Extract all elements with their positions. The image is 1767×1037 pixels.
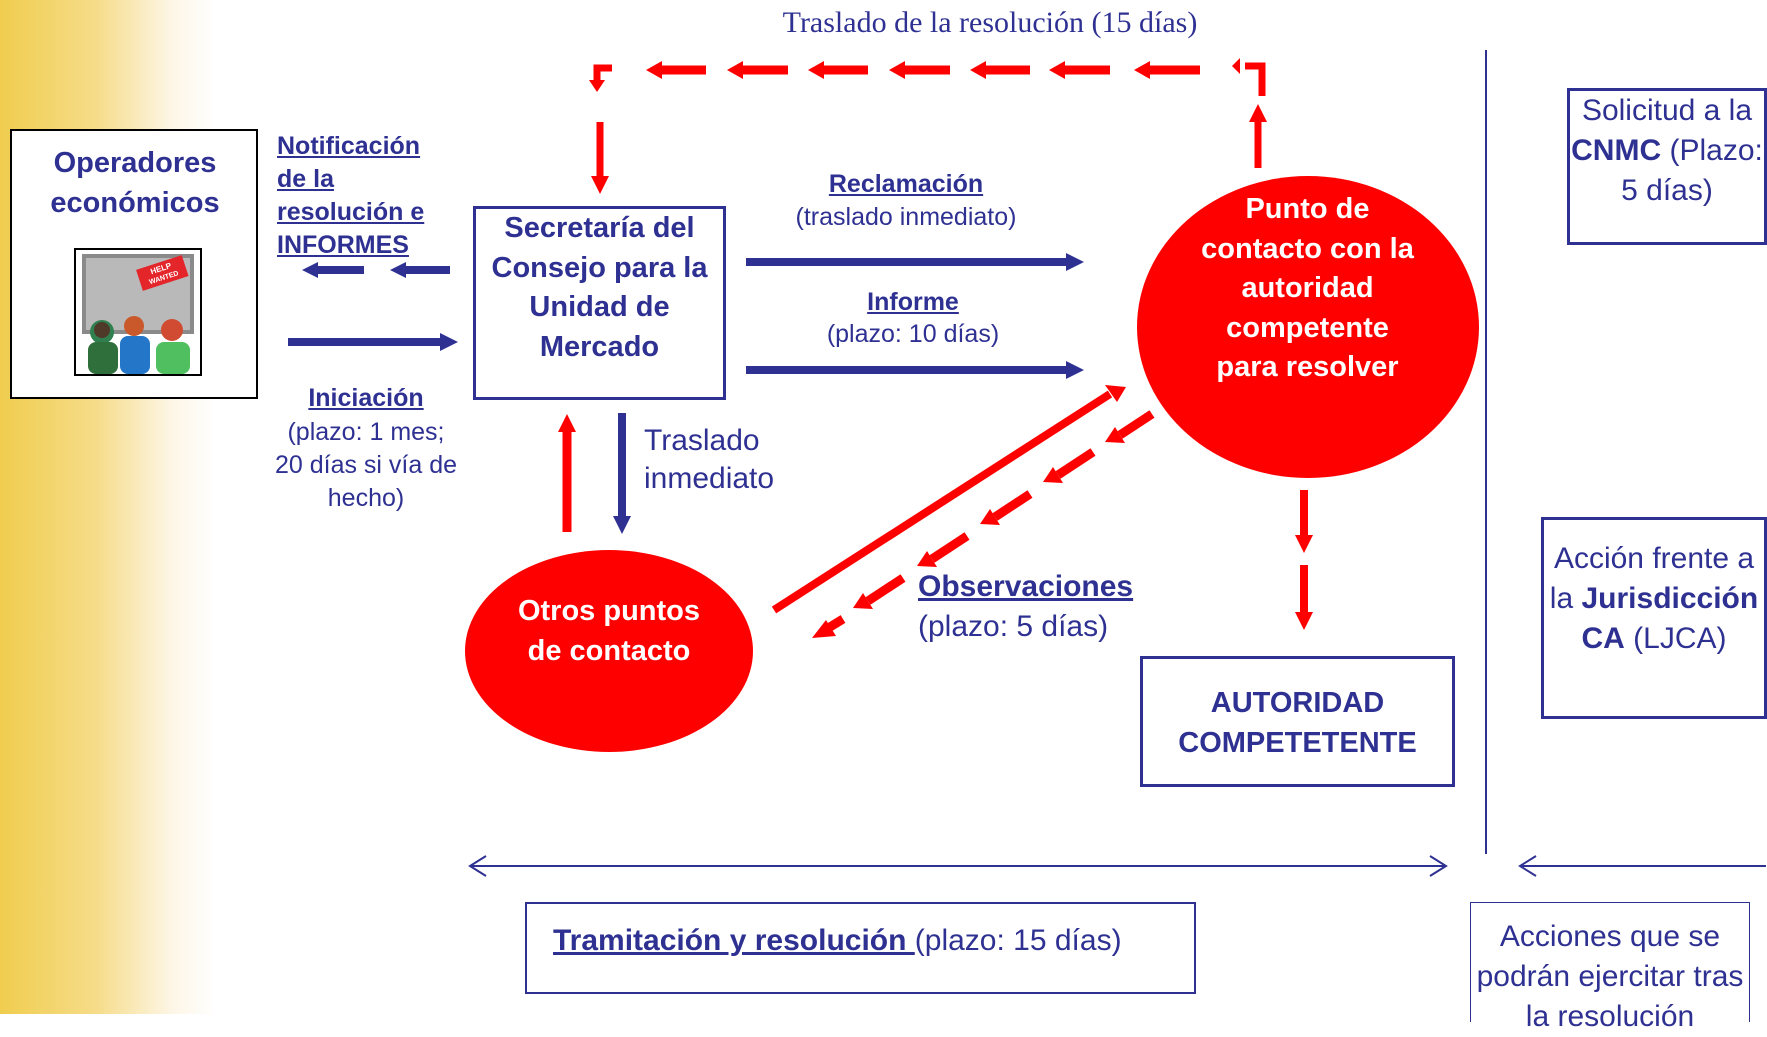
red-up-head	[1249, 104, 1267, 122]
iniciacion-plazo: (plazo: 1 mes; 20 días si vía de hecho)	[274, 418, 458, 512]
otros-puntos-circle	[465, 550, 753, 752]
tramitacion-label: Tramitación y resolución	[553, 924, 915, 957]
diagram-canvas	[288, 50, 1766, 877]
autoridad-label: AUTORIDAD COMPETETENTE	[1178, 687, 1417, 759]
help-wanted-people-icon: HELP WANTED	[74, 248, 202, 376]
operadores-box: Operadores económicos HELP WANTED	[10, 129, 258, 399]
punto-contacto-label: Punto de contacto con la autoridad compe…	[1201, 193, 1414, 383]
punto-to-otros-dashed-arrow	[812, 410, 1155, 638]
acciones-span-arrow	[1518, 855, 1766, 877]
cnmc-text-bold: CNMC	[1571, 134, 1662, 167]
jurisdiccion-box: Acción frente a la Jurisdicción CA (LJCA…	[1541, 517, 1767, 719]
top-red-return-arrow	[589, 58, 1267, 194]
acciones-label: Acciones que se podrán ejercitar tras la…	[1476, 920, 1744, 1033]
cnmc-text-post: (Plazo: 5 días)	[1621, 134, 1763, 207]
acciones-box: Acciones que se podrán ejercitar tras la…	[1470, 902, 1750, 1033]
red-corner-right	[1245, 62, 1266, 96]
cnmc-text: Solicitud a la CNMC (Plazo: 5 días)	[1570, 91, 1764, 211]
autoridad-box: AUTORIDAD COMPETETENTE	[1140, 656, 1455, 787]
cnmc-text-pre: Solicitud a la	[1581, 94, 1753, 127]
traslado-inmediato-label: Traslado inmediato	[644, 424, 775, 495]
observaciones-label: Observaciones	[918, 570, 1134, 603]
otros-to-secretaria-arrow	[558, 414, 576, 532]
punto-contacto-circle	[1137, 176, 1479, 478]
red-corner-left	[593, 64, 612, 82]
notificacion-label: Notificación de la resolución e INFORMES	[277, 132, 425, 259]
operadores-title: Operadores económicos	[50, 147, 220, 219]
iniciacion-label: Iniciación	[308, 384, 424, 412]
otros-puntos-label: Otros puntos de contacto	[517, 595, 701, 667]
secretaria-box: Secretaría del Consejo para la Unidad de…	[473, 206, 726, 400]
observaciones-sub: (plazo: 5 días)	[918, 610, 1109, 643]
tramitacion-plazo: (plazo: 15 días)	[914, 924, 1122, 957]
informe-sub: (plazo: 10 días)	[826, 320, 1000, 348]
informe-label: Informe	[867, 288, 959, 316]
tramitacion-span-arrow	[468, 855, 1448, 877]
iniciacion-arrow	[288, 333, 458, 351]
cnmc-box: Solicitud a la CNMC (Plazo: 5 días)	[1567, 88, 1767, 245]
tramitacion-box: Tramitación y resolución (plazo: 15 días…	[525, 902, 1196, 994]
traslado-inmediato-arrow	[613, 413, 631, 534]
tramitacion-text: Tramitación y resolución (plazo: 15 días…	[553, 921, 1193, 961]
informe-arrow	[746, 361, 1084, 379]
punto-to-autoridad-arrow	[1295, 490, 1313, 630]
secretaria-label: Secretaría del Consejo para la Unidad de…	[491, 212, 708, 363]
jurisdiccion-text: Acción frente a la Jurisdicción CA (LJCA…	[1544, 539, 1764, 659]
traslado-resolucion-caption: Traslado de la resolución (15 días)	[782, 6, 1198, 39]
jurisdiccion-text-pre: Acción frente a la	[1549, 542, 1755, 615]
red-left-dashes	[646, 61, 1200, 79]
otros-to-punto-arrow	[771, 385, 1126, 614]
jurisdiccion-text-post: (LJCA)	[1624, 622, 1727, 655]
reclamacion-label: Reclamación	[828, 170, 984, 198]
reclamacion-sub: (traslado inmediato)	[795, 203, 1017, 231]
reclamacion-arrow	[746, 253, 1084, 271]
notificacion-arrows	[302, 262, 450, 278]
jurisdiccion-text-bold: Jurisdicción CA	[1581, 582, 1759, 655]
